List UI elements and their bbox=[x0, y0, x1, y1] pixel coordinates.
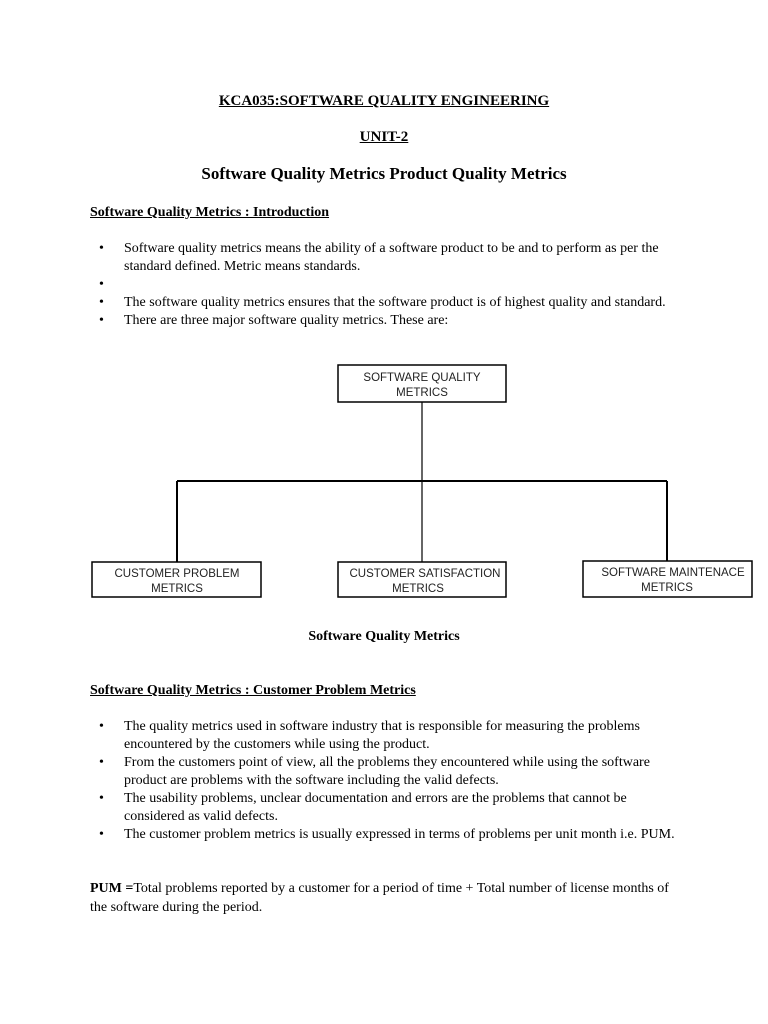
software-maintenance-label-line1: SOFTWARE MAINTENACE bbox=[601, 567, 745, 579]
software-maintenance-label-line2: METRICS bbox=[641, 582, 693, 594]
root-label-line2: METRICS bbox=[396, 387, 448, 399]
customer-problem-bullet-list: The quality metrics used in software ind… bbox=[90, 718, 690, 844]
list-item-empty bbox=[90, 276, 690, 294]
customer-satisfaction-label-line1: CUSTOMER SATISFACTION bbox=[349, 568, 500, 580]
software-maintenance-box bbox=[582, 560, 753, 598]
pum-text: Total problems reported by a customer fo… bbox=[90, 881, 669, 915]
metrics-hierarchy-diagram: SOFTWARE QUALITY METRICS CUSTOMER PROBLE… bbox=[91, 364, 753, 598]
root-box bbox=[337, 364, 507, 403]
pum-label: PUM = bbox=[90, 881, 134, 896]
list-item: The quality metrics used in software ind… bbox=[90, 718, 690, 754]
list-item: The customer problem metrics is usually … bbox=[90, 826, 690, 844]
customer-satisfaction-label-line2: METRICS bbox=[392, 583, 444, 595]
root-label-line1: SOFTWARE QUALITY bbox=[363, 372, 480, 384]
course-title: KCA035:SOFTWARE QUALITY ENGINEERING bbox=[218, 93, 550, 109]
customer-problem-box bbox=[91, 561, 262, 598]
list-item: Software quality metrics means the abili… bbox=[90, 240, 690, 276]
customer-satisfaction-box bbox=[337, 561, 507, 598]
diagram-caption: Software Quality Metrics bbox=[308, 629, 460, 644]
section-heading-customer-problem-metrics: Software Quality Metrics : Customer Prob… bbox=[90, 683, 416, 698]
unit-title: UNIT-2 bbox=[359, 129, 409, 145]
list-item: The usability problems, unclear document… bbox=[90, 790, 690, 826]
list-item: There are three major software quality m… bbox=[90, 312, 690, 330]
customer-problem-label-line1: CUSTOMER PROBLEM bbox=[114, 568, 239, 580]
pum-definition: PUM =Total problems reported by a custom… bbox=[90, 879, 680, 917]
main-heading: Software Quality Metrics Product Quality… bbox=[201, 164, 567, 183]
section-heading-introduction: Software Quality Metrics : Introduction bbox=[90, 205, 330, 220]
list-item: From the customers point of view, all th… bbox=[90, 754, 690, 790]
list-item: The software quality metrics ensures tha… bbox=[90, 294, 690, 312]
introduction-bullet-list: Software quality metrics means the abili… bbox=[90, 240, 690, 330]
customer-problem-label-line2: METRICS bbox=[151, 583, 203, 595]
